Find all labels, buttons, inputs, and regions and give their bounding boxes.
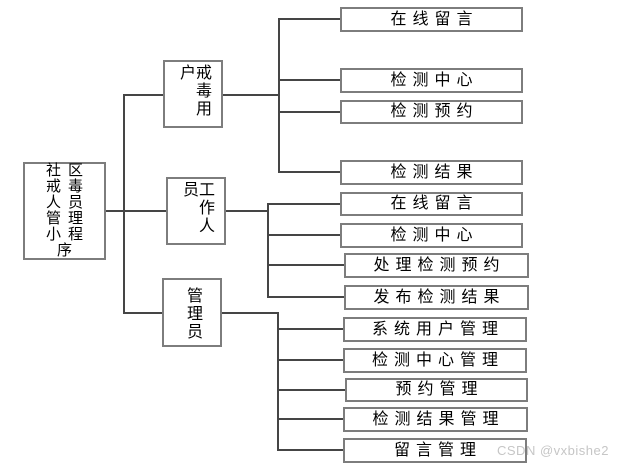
connector-branch-line — [278, 18, 340, 20]
leaf-node-test-center: 检测中心 — [340, 223, 523, 248]
role-label: 工作人员 — [180, 181, 213, 235]
leaf-label: 检测结果管理 — [372, 410, 505, 428]
connector-branch-line — [277, 328, 343, 330]
leaf-label: 留言管理 — [393, 441, 482, 459]
connector-branch-line — [277, 359, 343, 361]
connector-branch-line — [277, 449, 343, 451]
leaf-label: 处理检测预约 — [373, 256, 506, 274]
leaf-node-message-management: 留言管理 — [343, 438, 527, 463]
connector-admin-stem — [222, 312, 279, 314]
root-node: 社区戒毒人员管理小程序 — [23, 162, 106, 260]
connector-branch-line — [278, 111, 340, 113]
leaf-node-publish-test-result: 发布检测结果 — [344, 285, 529, 310]
connector-branch-line — [277, 418, 343, 420]
connector-admin-vertical — [277, 312, 279, 451]
role-label: 管理员 — [184, 286, 201, 341]
connector-branch-line — [278, 171, 340, 173]
connector-branch-line — [278, 79, 340, 81]
connector-staff-stem — [226, 210, 269, 212]
connector-left-vertical — [123, 94, 125, 314]
leaf-node-test-center-management: 检测中心管理 — [343, 348, 527, 373]
leaf-node-test-result: 检测结果 — [340, 160, 523, 185]
connector-branch-admin — [123, 312, 162, 314]
leaf-node-appointment-management: 预约管理 — [345, 378, 528, 402]
leaf-label: 在线留言 — [390, 195, 479, 212]
leaf-node-test-result-management: 检测结果管理 — [343, 407, 528, 432]
connector-branch-line — [277, 389, 345, 391]
role-node-admin: 管理员 — [162, 278, 222, 347]
connector-branch-line — [267, 203, 340, 205]
connector-branch-line — [267, 234, 340, 236]
leaf-node-test-appointment: 检测预约 — [340, 100, 523, 124]
leaf-label: 检测结果 — [390, 163, 479, 181]
leaf-label: 检测预约 — [390, 103, 479, 120]
role-node-drug-user: 戒毒用户 — [163, 60, 223, 128]
leaf-node-handle-test-appointment: 处理检测预约 — [344, 253, 529, 278]
leaf-node-online-message: 在线留言 — [340, 192, 523, 216]
connector-branch-drug-user — [123, 94, 163, 96]
connector-staff-vertical — [267, 203, 269, 298]
leaf-node-system-user-management: 系统用户管理 — [343, 317, 527, 342]
role-node-staff: 工作人员 — [166, 177, 226, 245]
leaf-label: 检测中心 — [390, 226, 479, 244]
root-node-label: 社区戒毒人员管理小程序 — [45, 163, 90, 259]
connector-branch-line — [267, 264, 344, 266]
leaf-label: 检测中心管理 — [371, 351, 504, 369]
leaf-label: 系统用户管理 — [371, 320, 504, 338]
connector-drug-user-vertical — [278, 18, 280, 173]
watermark: CSDN @vxbishe2 — [497, 443, 609, 458]
leaf-label: 在线留言 — [390, 10, 479, 28]
connector-drug-user-stem — [222, 94, 280, 96]
leaf-label: 预约管理 — [395, 381, 484, 398]
connector-root-stem — [105, 210, 166, 212]
leaf-label: 发布检测结果 — [373, 288, 506, 306]
role-label: 戒毒用户 — [177, 64, 210, 118]
leaf-node-test-center: 检测中心 — [340, 68, 523, 93]
leaf-label: 检测中心 — [390, 71, 479, 89]
leaf-node-online-message: 在线留言 — [340, 7, 523, 32]
connector-branch-line — [267, 296, 344, 298]
